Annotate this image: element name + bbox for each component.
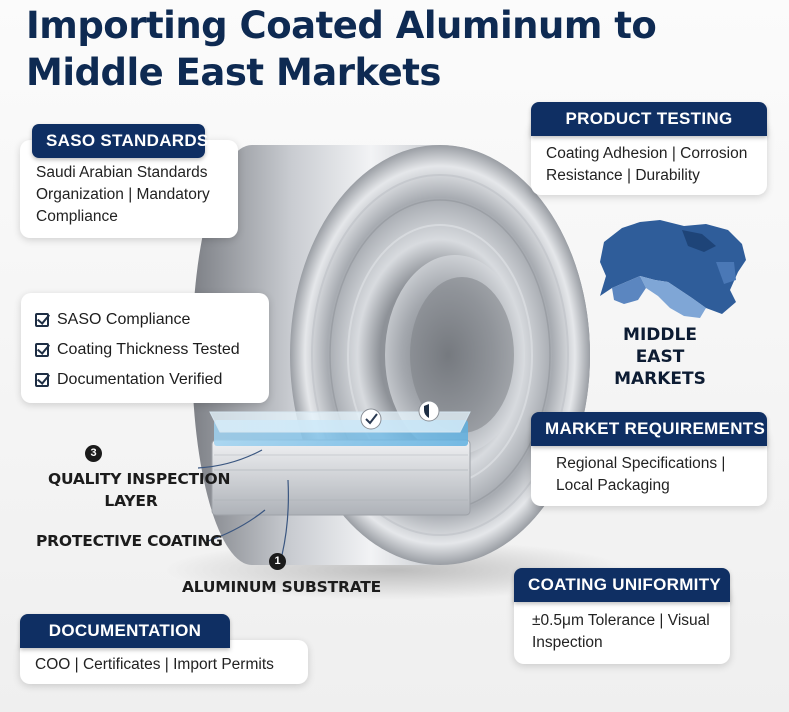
substrate-leader-line <box>281 479 289 556</box>
middle-east-line-2: MARKETS <box>614 369 706 389</box>
documentation-text: COO | Certificates | Import Permits <box>35 656 274 673</box>
quality-layer-number: 3 <box>85 445 102 462</box>
protective-coating-label: PROTECTIVE COATING <box>36 532 223 550</box>
checkbox-checked-icon <box>35 313 49 327</box>
compliance-checklist: SASO Compliance Coating Thickness Tested… <box>35 305 240 395</box>
quality-inspection-label-line-1: QUALITY INSPECTION <box>48 470 231 488</box>
substrate-layer-number: 1 <box>269 553 286 570</box>
quality-inspection-label-line-2: LAYER <box>104 492 158 510</box>
inspection-check-icon <box>360 408 382 430</box>
checkbox-checked-icon <box>35 343 49 357</box>
product-testing-text: Coating Adhesion | Corrosion Resistance … <box>546 145 748 184</box>
checklist-item: Coating Thickness Tested <box>35 335 240 365</box>
quality-inspection-layer <box>209 411 471 433</box>
coating-uniformity-badge: COATING UNIFORMITY <box>514 568 730 602</box>
saso-standards-text: Saudi Arabian Standards Organization | M… <box>36 164 210 225</box>
quality-inspection-label: QUALITY INSPECTION LAYER <box>48 468 231 512</box>
coating-uniformity-text: ±0.5μm Tolerance | Visual Inspection <box>532 612 710 651</box>
checklist-item-label: Documentation Verified <box>57 371 223 388</box>
product-testing-badge: PRODUCT TESTING <box>531 102 767 136</box>
documentation-badge: DOCUMENTATION <box>20 614 230 648</box>
checkbox-checked-icon <box>35 373 49 387</box>
checklist-item: SASO Compliance <box>35 305 240 335</box>
compliance-checklist-card: SASO Compliance Coating Thickness Tested… <box>21 293 269 403</box>
coating-leader-line <box>207 509 266 542</box>
substrate-layer <box>211 439 471 516</box>
title-line-1: Importing Coated Aluminum to <box>26 4 657 47</box>
title-line-2: Middle East Markets <box>26 51 441 94</box>
checklist-item-label: SASO Compliance <box>57 311 191 328</box>
checklist-item-label: Coating Thickness Tested <box>57 341 240 358</box>
middle-east-markets-label: MIDDLE EAST MARKETS <box>600 324 720 390</box>
page-title: Importing Coated Aluminum to Middle East… <box>26 2 657 96</box>
middle-east-map-icon <box>600 220 746 318</box>
saso-standards-badge: SASO STANDARDS <box>32 124 208 158</box>
market-requirements-badge: MARKET REQUIREMENTS <box>531 412 767 446</box>
market-requirements-text: Regional Specifications | Local Packagin… <box>556 455 726 494</box>
middle-east-line-1: MIDDLE EAST <box>623 325 697 367</box>
quality-leader-line <box>197 449 263 469</box>
checklist-item: Documentation Verified <box>35 365 240 395</box>
aluminum-substrate-label: ALUMINUM SUBSTRATE <box>182 578 382 596</box>
